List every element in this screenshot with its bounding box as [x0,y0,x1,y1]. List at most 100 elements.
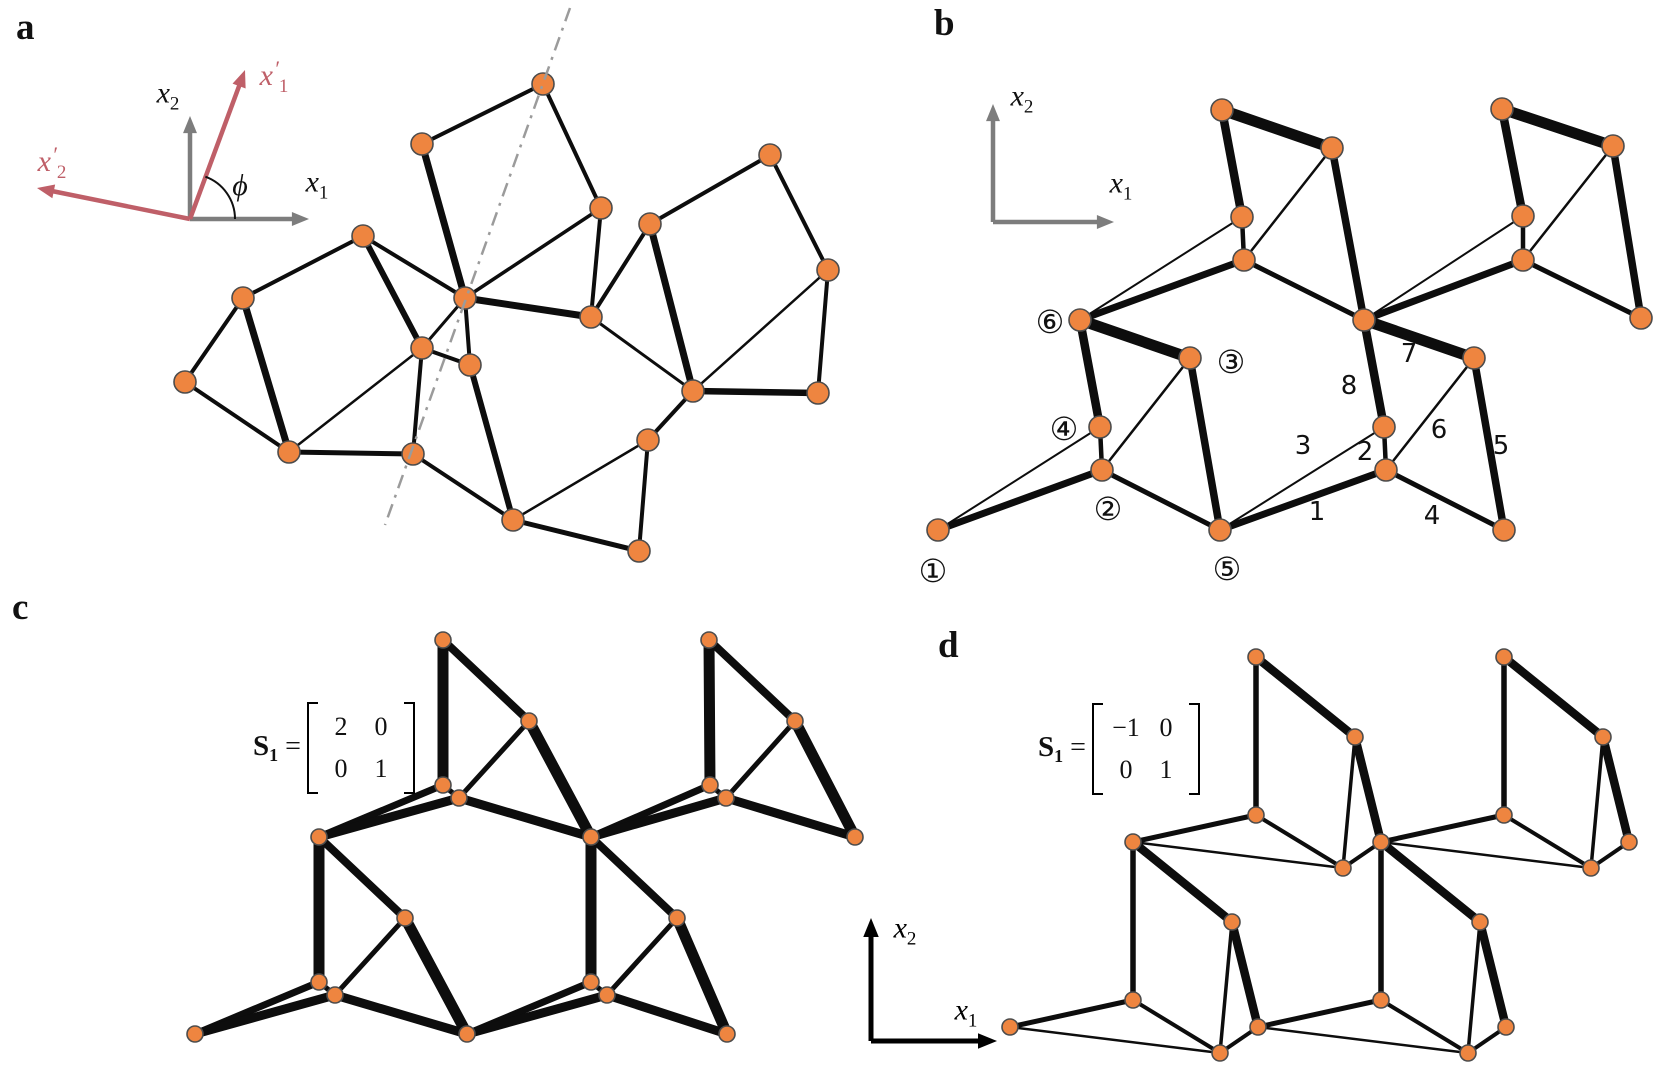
graph-node [310,973,328,991]
graph-edge [190,990,340,1039]
graph-edge [439,636,533,725]
node-number-label: ⑥ [1036,303,1065,341]
graph-edge [361,234,467,300]
graph-edge [411,346,424,456]
graph-node [636,428,660,452]
graph-node [1582,859,1600,877]
node-number-label: ③ [1217,343,1246,381]
graph-node [1497,1018,1515,1036]
graph-edge [239,294,293,456]
graph-edge [1100,356,1192,472]
edge-number-label: 5 [1493,431,1510,461]
matrix-d-right-bracket [1188,703,1200,795]
axis-label: x2 [1010,79,1034,118]
graph-edge [1217,105,1247,222]
graph-edge [768,153,830,272]
axis-arrow-shaft [187,83,242,220]
matrix-c-right-bracket [403,702,415,794]
graph-edge [689,387,822,397]
graph-node [1001,1018,1019,1036]
graph-node [531,72,555,96]
axis-label: ϕ [232,169,248,202]
graph-node [231,286,255,310]
graph-edge [1502,813,1593,870]
axis-arrow-head [863,918,879,937]
graph-edge [454,793,596,842]
graph-edge [723,718,798,801]
axis-arrow-head [183,116,197,134]
graph-edge [1383,467,1507,533]
matrix-d-name: S1= [1038,731,1086,766]
graph-edge [1074,314,1196,364]
graph-edge [646,220,697,395]
axis-label: x1 [1109,166,1133,205]
graph-node [1490,97,1514,121]
graph-node [786,712,804,730]
graph-edge [1466,920,1482,1055]
matrix-c-name: S1= [253,730,301,765]
graph-node [1232,248,1256,272]
graph-node [434,631,452,649]
graph-edge [648,153,772,226]
graph-node [1372,991,1390,1009]
graph-node [520,712,538,730]
graph-node [668,909,686,927]
edge-number-label: 1 [1309,497,1326,527]
edge-number-label: 3 [1295,431,1312,461]
graph-edge [721,793,860,842]
graph-node [718,1025,736,1043]
axis-label: x′1 [259,56,289,97]
graph-edge [1216,466,1390,534]
graph-edge [586,793,731,842]
graph-node [1374,458,1398,482]
panel-letter-a: a [16,7,35,48]
edge-number-label: 7 [1401,339,1418,369]
graph-edge [332,915,408,998]
graph-node [1459,1044,1477,1062]
graph-node [1334,859,1352,877]
panel-c-graph [186,631,864,1043]
panel-letter-d: d [938,625,959,666]
graph-edge [1130,812,1259,845]
graph-node [1601,134,1625,158]
panel-a-axes [37,70,309,226]
graph-edge [1216,104,1338,154]
axis-arrow-head [1096,215,1114,229]
graph-node [701,776,719,794]
graph-edge [314,793,464,842]
graph-edge [691,268,830,393]
graph-edge [604,915,680,998]
graph-node [410,132,434,156]
graph-node [351,224,375,248]
graph-edge [1470,354,1508,534]
graph-node [450,789,468,807]
graph-node [453,286,477,310]
graph-edge [461,294,595,321]
graph-edge [1254,813,1345,870]
edge-number-label: 8 [1341,371,1358,401]
graph-node [1511,204,1535,228]
graph-edge [1341,735,1357,870]
graph-edge [1378,812,1507,845]
graph-node [1629,306,1653,330]
graph-node [1090,458,1114,482]
graph-edge [330,990,472,1039]
graph-edge [287,346,424,454]
graph-node [681,379,705,403]
graph-edge [589,222,652,319]
graph-edge [1358,314,1480,364]
graph-edge [241,234,365,300]
graph-edge [1609,142,1645,322]
graph-node [846,828,864,846]
axis-label: x2 [156,76,180,115]
graph-node [1352,308,1376,332]
graph-node [401,442,425,466]
graph-edge [1360,256,1527,324]
graph-node [1495,648,1513,666]
graph-edge [1255,997,1384,1030]
